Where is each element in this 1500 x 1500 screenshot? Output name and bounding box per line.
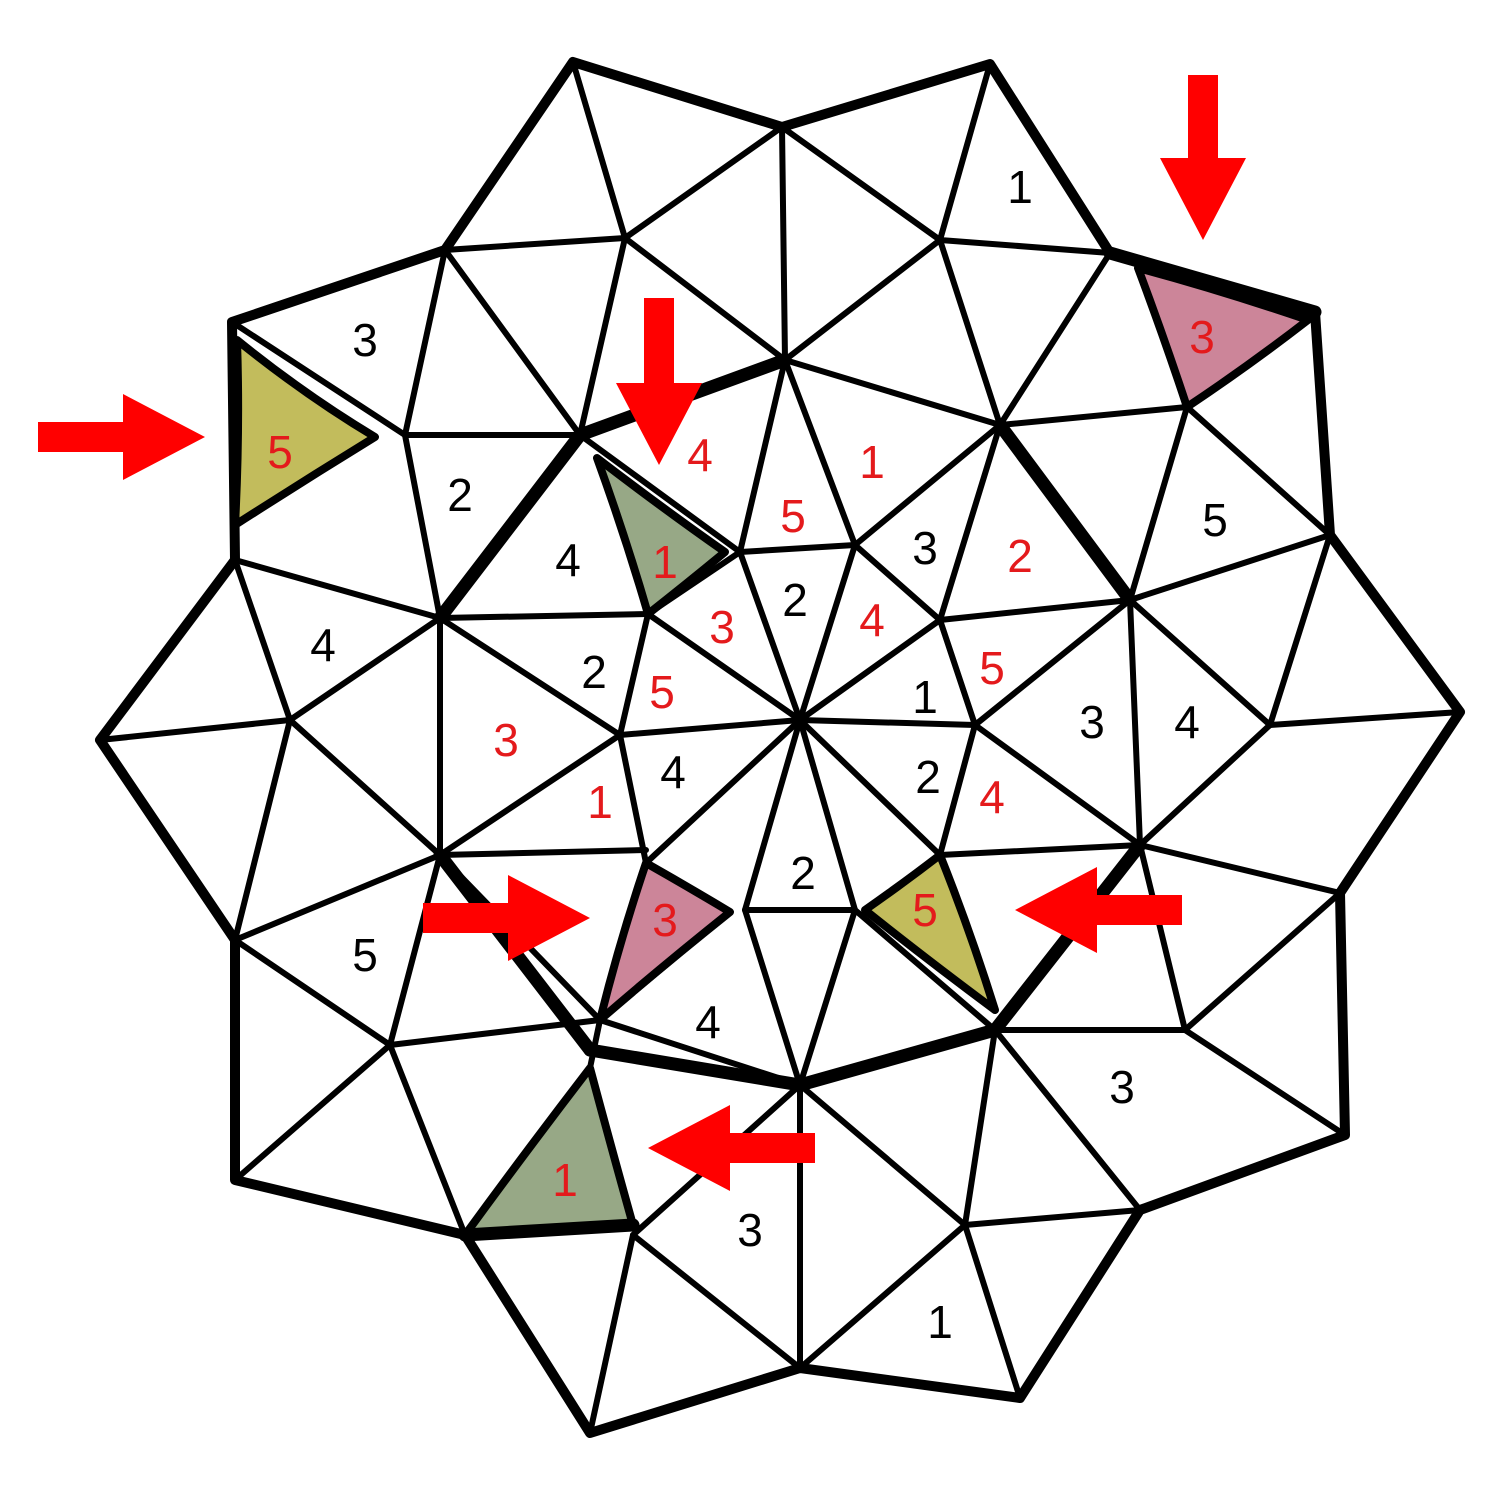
arrow-left-icon bbox=[38, 394, 205, 480]
highlight-pink-top-right[interactable] bbox=[1138, 268, 1308, 407]
highlight-olive-bottom[interactable] bbox=[865, 855, 995, 1010]
cell-number-c20: 5 bbox=[979, 642, 1005, 694]
cell-number-c35: 1 bbox=[552, 1154, 578, 1206]
cell-number-c18: 2 bbox=[581, 646, 607, 698]
cell-number-c06: 1 bbox=[859, 436, 885, 488]
cell-number-c11: 1 bbox=[652, 536, 678, 588]
cell-number-c13: 2 bbox=[1007, 530, 1033, 582]
cell-number-c15: 3 bbox=[709, 601, 735, 653]
cell-number-c33: 4 bbox=[695, 996, 721, 1048]
cell-number-c08: 5 bbox=[780, 490, 806, 542]
arrow-top-right-icon bbox=[1160, 75, 1246, 240]
cell-number-c14: 2 bbox=[782, 574, 808, 626]
cell-number-c31: 3 bbox=[652, 894, 678, 946]
cell-number-c21: 1 bbox=[912, 671, 938, 723]
cell-number-c34: 3 bbox=[1109, 1061, 1135, 1113]
cell-number-c09: 5 bbox=[1202, 494, 1228, 546]
cell-number-c12: 3 bbox=[912, 522, 938, 574]
cell-number-c23: 4 bbox=[1174, 696, 1200, 748]
cell-number-c01: 1 bbox=[1007, 161, 1033, 213]
cell-number-c27: 4 bbox=[979, 771, 1005, 823]
cell-number-c05: 4 bbox=[687, 429, 713, 481]
cell-number-c24: 3 bbox=[493, 714, 519, 766]
cell-number-c36: 3 bbox=[737, 1204, 763, 1256]
cell-number-c28: 1 bbox=[587, 776, 613, 828]
cell-number-c25: 4 bbox=[660, 746, 686, 798]
arrow-bottom-left-icon bbox=[423, 875, 590, 961]
cell-number-c30: 5 bbox=[352, 929, 378, 981]
highlight-olive-left[interactable] bbox=[235, 340, 375, 525]
arrow-right-icon bbox=[1015, 867, 1182, 953]
cell-number-c26: 2 bbox=[915, 751, 941, 803]
cell-number-c32: 5 bbox=[912, 884, 938, 936]
cell-number-c17: 4 bbox=[310, 619, 336, 671]
cell-number-c02: 3 bbox=[1189, 311, 1215, 363]
arrow-bottom-center-icon bbox=[648, 1105, 815, 1191]
highlight-fills bbox=[235, 268, 1308, 1235]
cell-number-c19: 5 bbox=[649, 666, 675, 718]
cell-number-c04: 5 bbox=[267, 426, 293, 478]
cell-number-c03: 3 bbox=[352, 314, 378, 366]
cell-number-c10: 4 bbox=[555, 534, 581, 586]
cell-number-c37: 1 bbox=[927, 1296, 953, 1348]
highlight-pink-bottom[interactable] bbox=[600, 863, 730, 1020]
grid-lines bbox=[95, 57, 1465, 1438]
hint-arrows bbox=[38, 75, 1246, 1191]
cell-number-c16: 4 bbox=[859, 594, 885, 646]
arrow-top-center-icon bbox=[616, 298, 702, 465]
cell-number-c07: 2 bbox=[447, 469, 473, 521]
highlight-outlines bbox=[231, 264, 1312, 1239]
cell-number-c29: 2 bbox=[790, 847, 816, 899]
cell-number-c22: 3 bbox=[1079, 696, 1105, 748]
highlight-sage-bottom[interactable] bbox=[465, 1068, 633, 1235]
